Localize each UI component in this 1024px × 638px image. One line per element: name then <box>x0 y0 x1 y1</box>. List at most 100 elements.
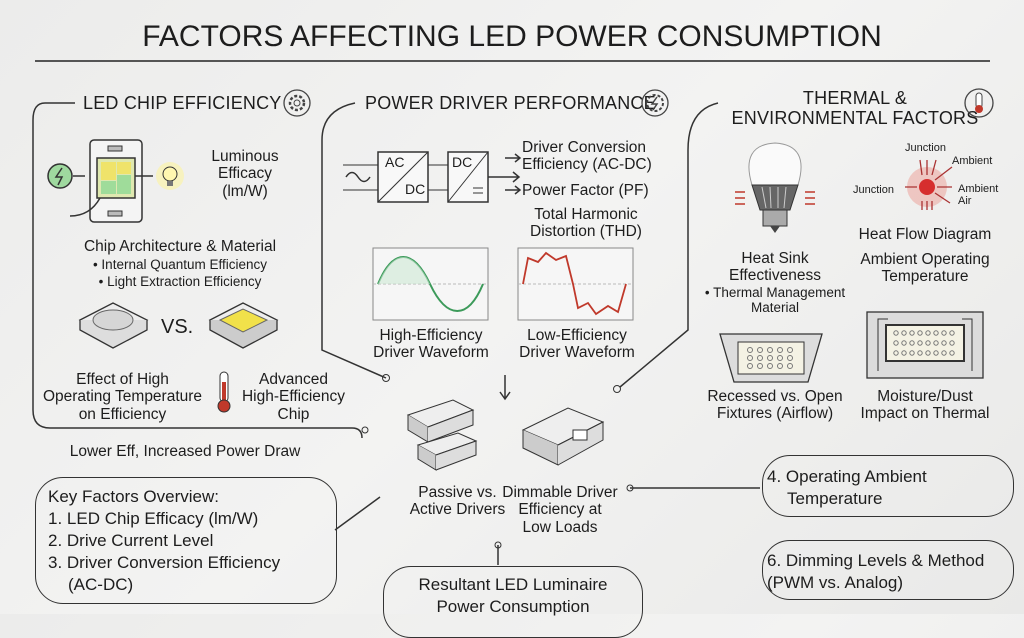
chip-outcome-label: Lower Eff, Increased Power Draw <box>69 443 301 460</box>
efficacy-line: Luminous <box>211 148 279 165</box>
key-factor-item: (AC-DC) <box>68 575 134 595</box>
temp-effect-line: Operating Temperature <box>42 388 203 406</box>
ac-label: AC <box>385 154 405 170</box>
dimmable-driver-icon <box>521 407 605 466</box>
factor-4-line: 4. Operating Ambient <box>767 467 927 486</box>
power-driver-icon <box>641 89 669 117</box>
passive-active-driver-icon <box>406 399 478 471</box>
led-bulb-heat-sink-icon <box>735 142 815 233</box>
factor-4-line: Temperature <box>787 489 883 509</box>
bullet-iqe: • Internal Quantum Efficiency <box>92 257 268 272</box>
recessed-line: Recessed vs. Open <box>707 388 843 405</box>
moisture-dust-fixture-icon <box>866 311 984 379</box>
passive-line: Passive vs. <box>418 484 497 501</box>
thermal-heading: THERMAL &ENVIRONMENTAL FACTORS <box>715 88 995 128</box>
heat-sink-line: • Thermal Management <box>704 284 846 300</box>
dimmable-line: Dimmable Driver <box>502 484 618 501</box>
dc2-label: DC <box>452 154 473 170</box>
driver-heading: POWER DRIVER PERFORMANCE <box>365 93 656 113</box>
thermometer-icon <box>964 88 994 118</box>
efficacy-line: (lm/W) <box>222 182 268 200</box>
low-efficiency-waveform-chart <box>517 247 634 321</box>
efficacy-line: Efficacy <box>218 165 272 183</box>
heat-flow-diagram <box>905 159 953 210</box>
advanced-line: High-Efficiency <box>241 388 346 406</box>
heat-sink-line: Effectiveness <box>729 267 821 285</box>
low-line: Driver Waveform <box>519 344 635 362</box>
factor-6-line: (PWM vs. Analog) <box>767 573 904 593</box>
key-factor-item: 2. Drive Current Level <box>48 531 214 551</box>
temp-effect-line: Effect of High <box>76 371 169 388</box>
thermometer-icon <box>217 371 231 413</box>
passive-active-label: Passive vs.Active Drivers <box>395 484 520 519</box>
thermal-heading-line: THERMAL & <box>802 88 908 108</box>
driver-label-line: Distortion (THD) <box>530 223 642 241</box>
chip-heading: LED CHIP EFFICIENCY <box>83 93 282 113</box>
advanced-line: Chip <box>277 405 310 423</box>
moisture-line: Moisture/Dust <box>877 388 973 405</box>
driver-label-line: Efficiency (AC-DC) <box>522 156 652 174</box>
driver-label-line: Driver Conversion <box>522 139 647 156</box>
chip-architecture-label: Chip Architecture & Material <box>83 238 277 255</box>
passive-line: Active Drivers <box>409 501 506 519</box>
moisture-line: Impact on Thermal <box>860 405 990 423</box>
output-arrows <box>505 153 522 195</box>
heat-flow-label: Heat Flow Diagram <box>858 226 992 243</box>
key-factor-item: 3. Driver Conversion Efficiency <box>48 553 281 573</box>
key-factor-item: 1. LED Chip Efficacy (lm/W) <box>48 509 259 529</box>
key-factors-title: Key Factors Overview: <box>48 487 219 506</box>
driver-label-line: Total Harmonic <box>534 206 638 223</box>
high-efficiency-led-chip-icon <box>208 302 279 349</box>
key-factors-box: Key Factors Overview: 1. LED Chip Effica… <box>35 477 337 604</box>
ambient-top-label: Ambient <box>952 155 993 167</box>
heat-sink-line: Material <box>750 299 799 315</box>
junction-left-label: Junction <box>853 184 894 196</box>
recessed-line: Fixtures (Airflow) <box>716 405 834 423</box>
dimmable-line: Efficiency at <box>518 501 602 519</box>
high-line: Driver Waveform <box>373 344 489 362</box>
ac-dc-converter-diagram <box>343 151 521 203</box>
result-line: Resultant LED Luminaire <box>418 575 608 594</box>
led-chip-diagram-icon <box>47 139 184 223</box>
gear-icon <box>283 89 311 117</box>
title-divider <box>35 60 990 62</box>
heat-sink-line: Heat Sink <box>741 250 809 267</box>
temp-effect-line: on Efficiency <box>78 405 167 423</box>
ambient-line: Ambient Operating <box>860 251 990 268</box>
recessed-fixture-icon <box>719 333 823 383</box>
junction-top-label: Junction <box>905 142 946 154</box>
ambient-line: Temperature <box>881 268 969 286</box>
factor-6-line: 6. Dimming Levels & Method <box>767 551 985 570</box>
advanced-line: Advanced <box>259 371 328 388</box>
ambient-air-line: Air <box>958 195 972 208</box>
power-factor-label: Power Factor (PF) <box>522 182 649 199</box>
dc-label: DC <box>405 181 426 197</box>
page-title: FACTORS AFFECTING LED POWER CONSUMPTION <box>142 20 882 53</box>
thermal-heading-line: ENVIRONMENTAL FACTORS <box>731 108 979 129</box>
bullet-lee: • Light Extraction Efficiency <box>98 274 262 289</box>
vs-label: VS. <box>161 316 194 338</box>
low-line: Low-Efficiency <box>527 327 627 344</box>
ambient-air-line: Ambient <box>958 183 999 195</box>
high-line: High-Efficiency <box>379 327 483 344</box>
standard-led-chip-icon <box>78 302 149 349</box>
dimmable-line: Low Loads <box>522 518 598 536</box>
result-line: Power Consumption <box>436 597 590 617</box>
factor-6-box: 6. Dimming Levels & Method (PWM vs. Analo… <box>762 540 1014 600</box>
high-efficiency-waveform-chart <box>372 247 489 321</box>
